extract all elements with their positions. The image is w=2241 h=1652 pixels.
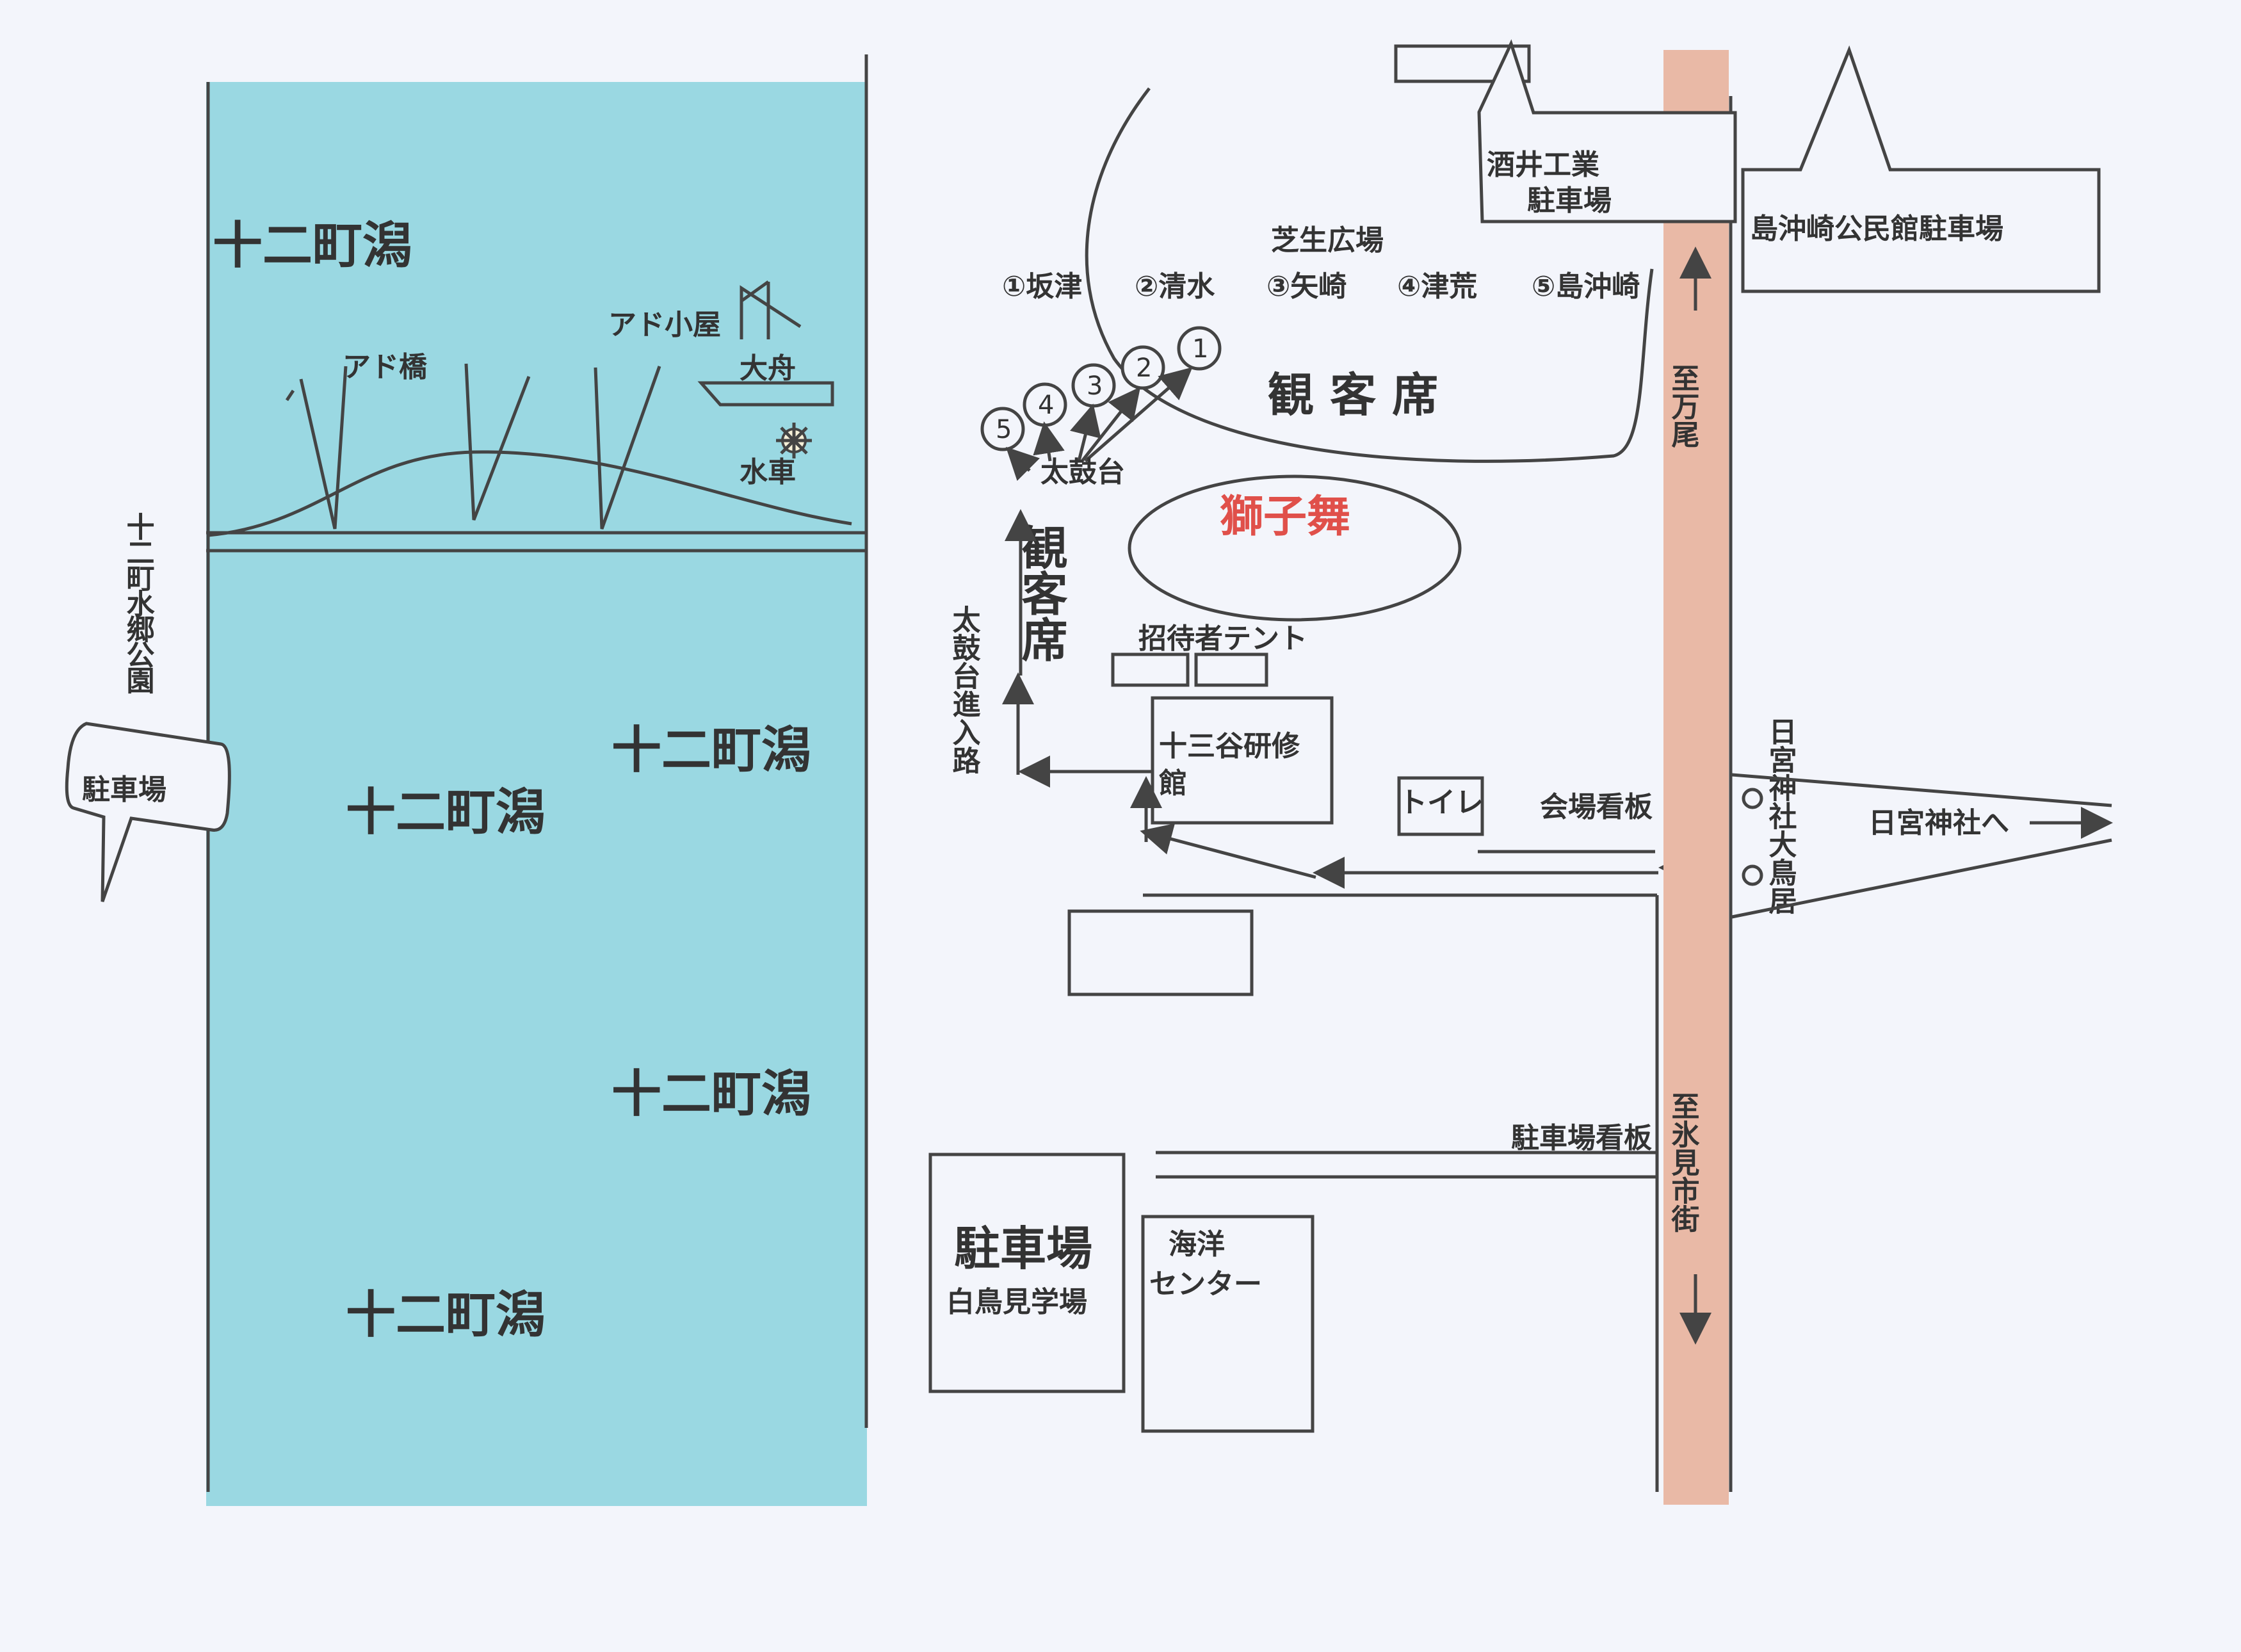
lawn-label: 芝生広場 (1271, 224, 1384, 257)
group-5: ⑤島沖崎 (1532, 270, 1640, 303)
lake-label-low-right: 十二町潟 (611, 1065, 811, 1123)
ado-bridge-arch (207, 450, 852, 537)
lake-label-bottom: 十二町潟 (346, 1286, 546, 1344)
park-label: 十二町水郷公園 (122, 512, 155, 694)
seat-left-label: 観客席 (1014, 524, 1067, 662)
big-boat-label: 大舟 (740, 352, 796, 385)
sakai-parking-callout (1477, 39, 1737, 223)
toilet-label: トイレ (1399, 786, 1484, 819)
lake-area (206, 82, 867, 1506)
lake-label-mid-left: 十二町潟 (346, 784, 546, 841)
group-3: ③矢崎 (1266, 270, 1347, 303)
guest-tent-1 (1111, 652, 1190, 687)
shrine-road-upper (1731, 773, 2112, 807)
drum-arrows (1005, 367, 1193, 481)
drum-stand-4: 4 (1023, 382, 1067, 427)
drum-stand-5: 5 (980, 407, 1025, 451)
torii-pillar-1 (1742, 788, 1763, 809)
marine-center (1141, 1215, 1315, 1433)
group-2: ②清水 (1135, 270, 1215, 303)
road-to-himi: 至氷見市街 (1667, 1092, 1701, 1233)
ado-pole-3 (594, 366, 661, 530)
guest-tent-2 (1194, 652, 1268, 687)
lion-dance-label: 獅子舞 (1220, 492, 1350, 542)
bottom-parking-label: 駐車場 (954, 1222, 1092, 1275)
shimaokizaki-callout (1741, 45, 2101, 293)
marine-center-label-2: センター (1149, 1268, 1262, 1300)
svg-text:2: 2 (1136, 353, 1152, 383)
drum-stand-label: 太鼓台 (1040, 456, 1125, 489)
svg-text:5: 5 (996, 415, 1012, 444)
lion-dance-area (1128, 474, 1462, 622)
drum-stand-3: 3 (1071, 363, 1116, 408)
ado-pole-1 (299, 366, 348, 530)
road-to-mannou: 至万尾 (1667, 364, 1700, 448)
ado-hut-icon (740, 280, 802, 339)
training-hall (1151, 696, 1334, 825)
drum-stand-1: 1 (1177, 326, 1222, 371)
group-4: ④津荒 (1397, 270, 1477, 303)
shrine-road-lower (1731, 838, 2112, 919)
training-hall-label-1: 十三谷研修 (1159, 730, 1300, 763)
drum-route-label: 太鼓台進入路 (948, 605, 981, 774)
left-parking-label: 駐車場 (82, 773, 166, 806)
swan-viewing-label: 白鳥見学場 (946, 1286, 1087, 1318)
guest-tent-label: 招待者テント (1138, 622, 1307, 655)
left-parking-callout (65, 722, 231, 902)
shimaokizaki-parking-label: 島沖崎公民館駐車場 (1750, 213, 2003, 245)
waterwheel-icon (776, 423, 812, 458)
big-boat-icon (697, 381, 834, 407)
venue-sign-label: 会場看板 (1540, 791, 1653, 823)
sakai-parking-label-1: 酒井工業 (1487, 149, 1599, 181)
marine-center-label-1: 海洋 (1169, 1228, 1225, 1261)
svg-text:3: 3 (1087, 371, 1103, 401)
lawn-boundary-curve (1085, 87, 1654, 463)
parking-sign-label: 駐車場看板 (1511, 1122, 1652, 1154)
svg-text:4: 4 (1038, 391, 1054, 420)
building-small (1067, 909, 1254, 996)
entry-arrow-diag (1140, 823, 1316, 879)
seat-top-label: 観 客 席 (1268, 368, 1438, 422)
svg-text:1: 1 (1192, 334, 1208, 364)
lake-label-top: 十二町潟 (213, 217, 412, 275)
sakai-parking-label-2: 駐車場 (1527, 184, 1612, 217)
toilet-building (1397, 776, 1484, 836)
ado-pole-small (285, 389, 295, 401)
waterwheel-label: 水車 (740, 456, 796, 489)
shrine-torii-label: 日宮神社大鳥居 (1764, 717, 1797, 914)
ado-bridge-label: アド橋 (343, 351, 427, 384)
drum-stand-2: 2 (1120, 345, 1165, 390)
torii-pillar-2 (1742, 864, 1763, 886)
to-shrine-label: 日宮神社へ (1868, 807, 2009, 839)
bottom-parking (928, 1153, 1126, 1393)
ado-hut-label: アド小屋 (608, 309, 721, 341)
training-hall-label-2: 館 (1159, 767, 1187, 800)
ado-pole-2 (464, 363, 531, 521)
lake-label-mid-right: 十二町潟 (611, 722, 811, 779)
group-1: ①坂津 (1002, 270, 1082, 303)
